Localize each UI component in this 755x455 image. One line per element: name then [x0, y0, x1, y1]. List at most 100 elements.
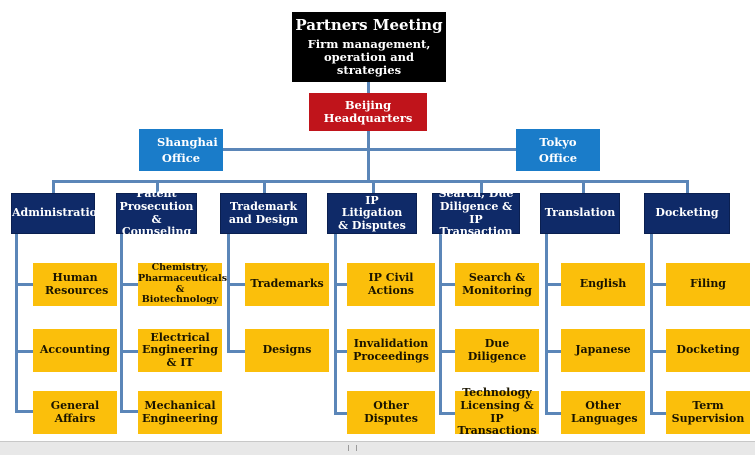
sub-accounting: Accounting [33, 329, 117, 372]
tokyo-office-box: Tokyo Office [516, 129, 600, 171]
sub-label: Human Resources [45, 270, 109, 297]
dept-ip-litigation: IP Litigation & Disputes [327, 193, 417, 234]
connector-line [120, 350, 138, 353]
sub-label: Chemistry, Pharmaceuticals & Biotechnolo… [138, 261, 228, 306]
connector-line [263, 180, 266, 193]
dept-label: Patent Prosecution & Counseling [119, 187, 194, 239]
sub-label: Other Disputes [364, 398, 418, 425]
sub-label: Electrical Engineering & IT [142, 330, 218, 369]
connector-line [52, 180, 55, 193]
connector-line [367, 131, 370, 181]
sub-ip-civil-actions: IP Civil Actions [347, 263, 435, 306]
partners-meeting-box: Partners Meeting Firm management, operat… [292, 12, 446, 82]
connector-line [650, 350, 668, 353]
sub-label: Search & Monitoring [462, 270, 532, 297]
connector-line [439, 350, 457, 353]
dept-translation: Translation [540, 193, 620, 234]
connector-line [227, 350, 245, 353]
sub-label: Invalidation Proceedings [353, 336, 429, 363]
sub-filing: Filing [666, 263, 750, 306]
dept-docketing: Docketing [644, 193, 730, 234]
sub-label: Accounting [39, 343, 111, 357]
connector-line [439, 234, 442, 414]
sub-label: Due Diligence [467, 336, 527, 363]
connector-line [334, 234, 337, 414]
sub-human-resources: Human Resources [33, 263, 117, 306]
sub-label: English [579, 277, 627, 291]
horizontal-scrollbar[interactable] [0, 441, 755, 455]
scrollbar-grip-icon[interactable] [348, 445, 357, 451]
beijing-headquarters-label: Beijing Headquarters [323, 97, 413, 125]
sub-label: IP Civil Actions [367, 270, 415, 297]
sub-other-disputes: Other Disputes [347, 391, 435, 434]
dept-label: Trademark and Design [228, 199, 299, 226]
partners-meeting-subtitle: Firm management, operation and strategie… [307, 36, 431, 78]
connector-line [650, 283, 668, 286]
connector-line [52, 180, 688, 183]
sub-label: General Affairs [50, 398, 100, 425]
connector-line [334, 283, 352, 286]
tokyo-office-label: Tokyo Office [538, 134, 578, 165]
connector-line [650, 234, 653, 414]
connector-line [439, 283, 457, 286]
sub-search-monitoring: Search & Monitoring [455, 263, 539, 306]
connector-line [223, 148, 516, 151]
dept-label: Administration [12, 206, 106, 220]
connector-line [15, 410, 33, 413]
connector-line [120, 410, 138, 413]
sub-general-affairs: General Affairs [33, 391, 117, 434]
sub-technology-licensing: Technology Licensing & IP Transactions [455, 386, 539, 437]
connector-line [650, 412, 668, 415]
connector-line [367, 82, 370, 93]
sub-docketing: Docketing [666, 329, 750, 372]
sub-label: Japanese [575, 343, 631, 357]
sub-other-languages: Other Languages [561, 391, 645, 434]
connector-line [334, 350, 352, 353]
sub-english: English [561, 263, 645, 306]
connector-line [480, 180, 483, 193]
dept-search-due-diligence: Search, Due Diligence & IP Transaction [432, 187, 520, 238]
sub-term-supervision: Term Supervision [666, 391, 750, 434]
dept-patent-prosecution: Patent Prosecution & Counseling [116, 187, 197, 238]
sub-due-diligence: Due Diligence [455, 329, 539, 372]
connector-line [545, 283, 563, 286]
connector-line [582, 180, 585, 193]
dept-label: Docketing [655, 206, 719, 220]
sub-label: Docketing [676, 343, 740, 357]
connector-line [439, 412, 457, 415]
connector-line [545, 350, 563, 353]
connector-line [545, 234, 548, 414]
sub-label: Filing [689, 277, 727, 291]
connector-line [334, 412, 352, 415]
connector-line [156, 180, 159, 193]
sub-mechanical-engineering: Mechanical Engineering [138, 391, 222, 434]
sub-trademarks: Trademarks [245, 263, 329, 306]
sub-chemistry: Chemistry, Pharmaceuticals & Biotechnolo… [138, 261, 228, 306]
shanghai-office-label: Shanghai Office [157, 134, 218, 165]
dept-administration: Administration [11, 193, 106, 234]
partners-meeting-title: Partners Meeting [295, 15, 443, 34]
sub-designs: Designs [245, 329, 329, 372]
sub-label: Designs [262, 343, 312, 357]
connector-line [545, 412, 563, 415]
connector-line [15, 234, 18, 412]
beijing-headquarters-box: Beijing Headquarters [309, 93, 427, 131]
connector-line [227, 283, 245, 286]
shanghai-office-box: Shanghai Office [139, 129, 223, 171]
connector-line [227, 234, 230, 352]
dept-label: IP Litigation & Disputes [338, 193, 406, 232]
sub-label: Term Supervision [671, 398, 745, 425]
connector-line [686, 180, 689, 193]
connector-line [15, 283, 33, 286]
dept-label: Translation [544, 206, 616, 220]
dept-label: Search, Due Diligence & IP Transaction [438, 187, 514, 239]
dept-trademark-design: Trademark and Design [220, 193, 307, 234]
sub-label: Trademarks [250, 277, 324, 291]
sub-electrical-engineering: Electrical Engineering & IT [138, 329, 222, 372]
sub-label: Technology Licensing & IP Transactions [457, 386, 537, 438]
sub-invalidation-proceedings: Invalidation Proceedings [347, 329, 435, 372]
sub-label: Other Languages [571, 398, 638, 425]
connector-line [120, 234, 123, 412]
connector-line [15, 350, 33, 353]
connector-line [372, 180, 375, 193]
